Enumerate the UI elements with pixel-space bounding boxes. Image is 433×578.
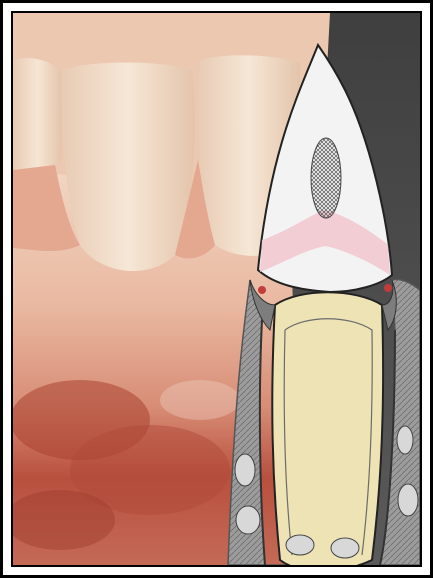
tooth-central [62,63,195,272]
tooth-left [13,58,62,172]
diagram-root [272,292,383,571]
diagram-pulp-horn-mesh [311,138,341,218]
